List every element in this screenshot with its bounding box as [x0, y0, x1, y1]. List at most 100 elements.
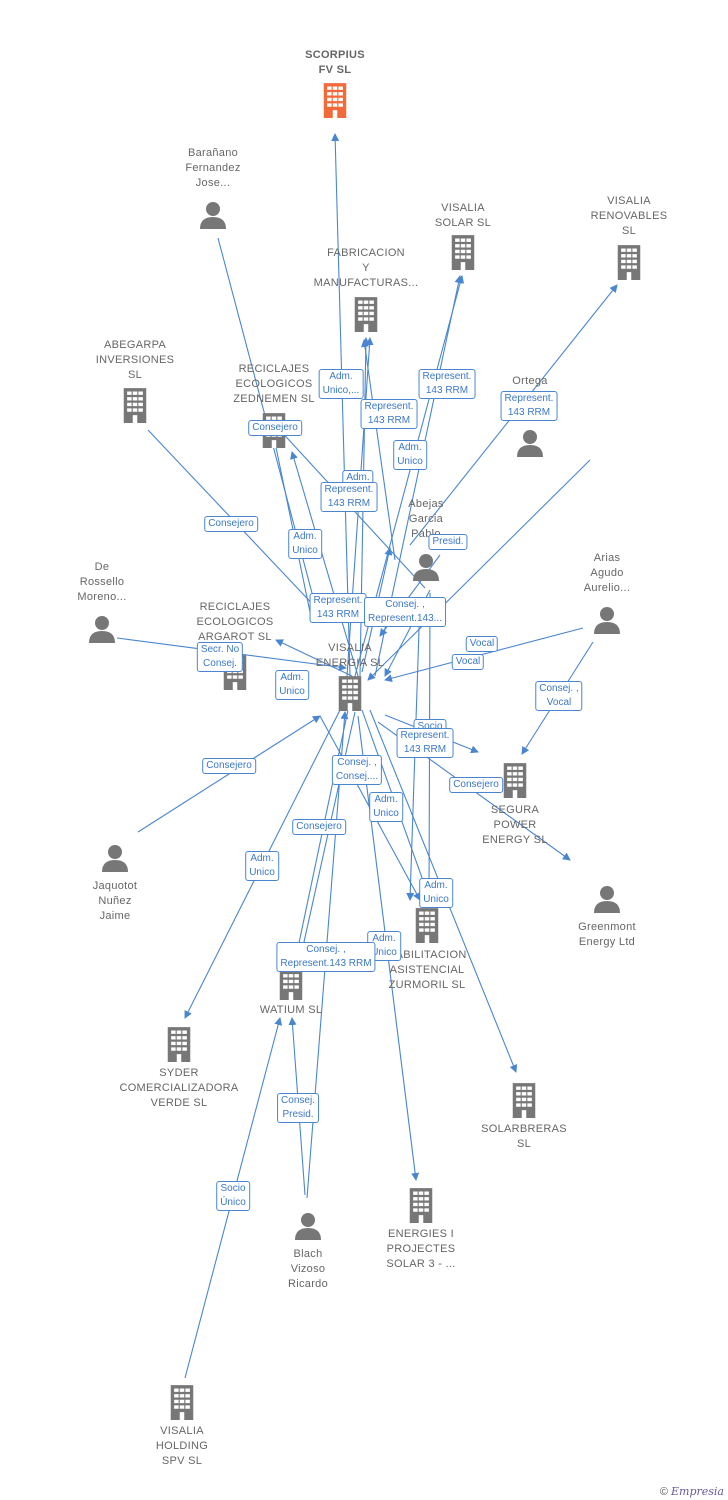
relation-label[interactable]: Vocal — [465, 636, 499, 652]
relation-label-line: Unico — [423, 894, 449, 905]
relation-label-line: Unico — [397, 456, 423, 467]
node-label-line: INVERSIONES — [95, 354, 175, 366]
relation-label[interactable]: Presid. — [428, 534, 468, 550]
building-icon[interactable] — [354, 297, 378, 332]
relation-label-line: Represent.143... — [368, 613, 442, 624]
relation-label[interactable]: Represent.143 RRM — [309, 593, 367, 623]
relation-label[interactable]: Vocal — [451, 654, 485, 670]
node-label-line: SCORPIUS — [305, 49, 365, 61]
person-icon[interactable] — [594, 607, 620, 634]
relation-label-line: Unico — [292, 545, 318, 556]
relation-label-line: Socio — [417, 721, 443, 732]
building-icon[interactable] — [123, 388, 147, 423]
person-icon[interactable] — [89, 616, 115, 643]
relation-label[interactable]: Consej. ,Consej.... — [331, 755, 383, 785]
node-label-ortega[interactable]: Ortega — [450, 374, 610, 389]
relation-label[interactable]: Adm.Unico — [245, 851, 279, 881]
building-icon[interactable] — [167, 1027, 191, 1062]
relation-label-line: Vocal — [455, 656, 481, 667]
node-label-line: SEGURA — [490, 804, 540, 816]
node-label-line: RECICLAJES — [199, 601, 271, 613]
relation-label[interactable]: Consejero — [449, 777, 503, 793]
node-label-line: Rossello — [79, 576, 125, 588]
relation-label[interactable]: Adm.Unico,... — [318, 369, 364, 399]
relation-label[interactable]: Consejero — [204, 516, 258, 532]
person-icon[interactable] — [102, 845, 128, 872]
building-icon[interactable] — [338, 676, 362, 711]
relation-label[interactable]: Consej. ,Represent.143 RRM — [276, 942, 376, 972]
building-icon[interactable] — [170, 1385, 194, 1420]
person-icon[interactable] — [413, 554, 439, 581]
building-icon[interactable] — [503, 763, 527, 798]
node-label-line: Jaquotot — [92, 880, 138, 892]
relation-label-line: Consej. , — [539, 683, 579, 694]
person-icon[interactable] — [295, 1213, 321, 1240]
relation-label-line: 143 RRM — [403, 744, 447, 755]
relation-label[interactable]: Consejero — [202, 758, 256, 774]
relation-label-line: 143 RRM — [367, 415, 411, 426]
node-label-line: ABEGARPA — [103, 339, 167, 351]
relation-label[interactable]: Adm.Unico — [369, 792, 403, 822]
relation-label[interactable]: Represent.143 RRM — [320, 482, 378, 512]
node-label-line: ZURMORIL SL — [388, 979, 466, 991]
node-label-line: ASISTENCIAL — [389, 964, 465, 976]
building-icon[interactable] — [415, 908, 439, 943]
relation-label[interactable]: Adm.Unico — [393, 440, 427, 470]
relation-label[interactable]: Consej. ,Vocal — [535, 681, 583, 711]
relation-label-line: Presid. — [432, 536, 464, 547]
relation-label[interactable]: Adm.Unico — [275, 670, 309, 700]
node-label-watium[interactable]: WATIUM SL — [211, 1003, 371, 1018]
relation-label[interactable]: Represent.143 RRM — [360, 399, 418, 429]
node-label-line: Greenmont — [578, 921, 636, 933]
building-icon[interactable] — [512, 1083, 536, 1118]
relation-label[interactable]: Represent.143 RRM — [396, 728, 454, 758]
node-label-line: Arias — [593, 552, 621, 564]
relation-label-line: Unico — [373, 808, 399, 819]
empresia-brand[interactable]: © Empresia — [660, 1485, 724, 1498]
relation-label[interactable]: Consejero — [248, 420, 302, 436]
relation-label[interactable]: Adm. Unico — [419, 878, 453, 908]
person-icon[interactable] — [517, 430, 543, 457]
relation-label[interactable]: Consej. ,Represent.143... — [364, 597, 446, 627]
node-label-line: Y — [362, 262, 370, 274]
relation-label[interactable]: Consej.Presid. — [277, 1093, 319, 1123]
person-icon[interactable] — [200, 202, 226, 229]
relation-label[interactable]: Consejero — [292, 819, 346, 835]
relation-label-line: Único — [220, 1197, 246, 1208]
building-icon[interactable] — [451, 235, 475, 270]
relation-label-line: Consej. — [281, 1095, 315, 1106]
building-icon[interactable] — [323, 83, 347, 118]
relation-label-line: Adm. — [424, 880, 448, 891]
building-icon[interactable] — [617, 245, 641, 280]
relation-label[interactable]: Adm.Unico — [288, 529, 322, 559]
relation-label[interactable]: Represent.143 RRM — [418, 369, 476, 399]
edge-line-16 — [275, 639, 353, 677]
node-label-line: ECOLOGICOS — [196, 616, 274, 628]
node-label-line: SL — [621, 225, 637, 237]
person-icon[interactable] — [594, 886, 620, 913]
relation-label[interactable]: Represent.143 RRM — [500, 391, 558, 421]
building-icon[interactable] — [409, 1188, 433, 1223]
